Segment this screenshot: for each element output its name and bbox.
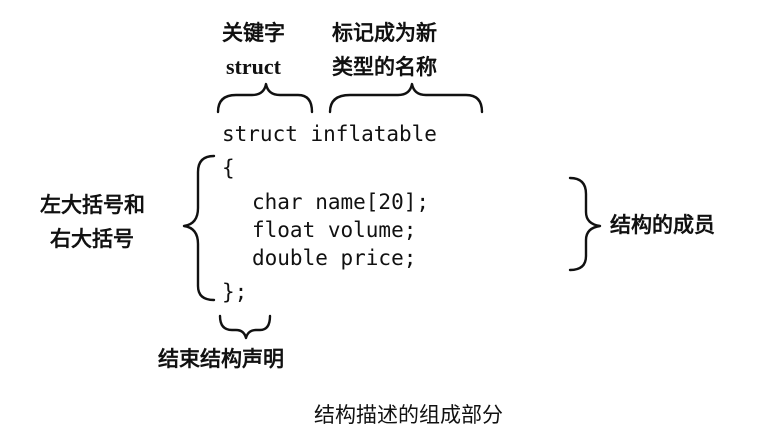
closing-semicolon: ; — [234, 280, 248, 304]
members-brace — [568, 176, 602, 272]
members-label: 结构的成员 — [610, 213, 715, 237]
struct-keyword: struct — [222, 122, 298, 146]
left-brace-group — [182, 154, 216, 302]
figure-caption: 结构描述的组成部分 — [314, 403, 503, 427]
keyword-brace-top — [216, 82, 314, 114]
member-line-1: char name[20]; — [252, 190, 430, 214]
struct-tag-name: inflatable — [310, 122, 437, 146]
open-brace: { — [222, 156, 235, 180]
tag-label-line2: 类型的名称 — [332, 55, 437, 79]
terminator-brace-bottom — [218, 314, 272, 340]
terminator-label: 结束结构声明 — [158, 347, 284, 371]
braces-label-line2: 右大括号 — [50, 227, 134, 251]
closing-line: }; — [222, 278, 247, 306]
close-brace: } — [222, 280, 235, 304]
member-line-3: double price; — [252, 246, 417, 270]
tag-label-line1: 标记成为新 — [332, 21, 437, 45]
tag-brace-top — [328, 82, 484, 114]
braces-label-line1: 左大括号和 — [40, 193, 145, 217]
struct-header-line: struct inflatable — [222, 120, 437, 148]
member-line-2: float volume; — [252, 218, 417, 242]
keyword-title: 关键字 — [222, 21, 285, 45]
keyword-value: struct — [226, 54, 281, 79]
